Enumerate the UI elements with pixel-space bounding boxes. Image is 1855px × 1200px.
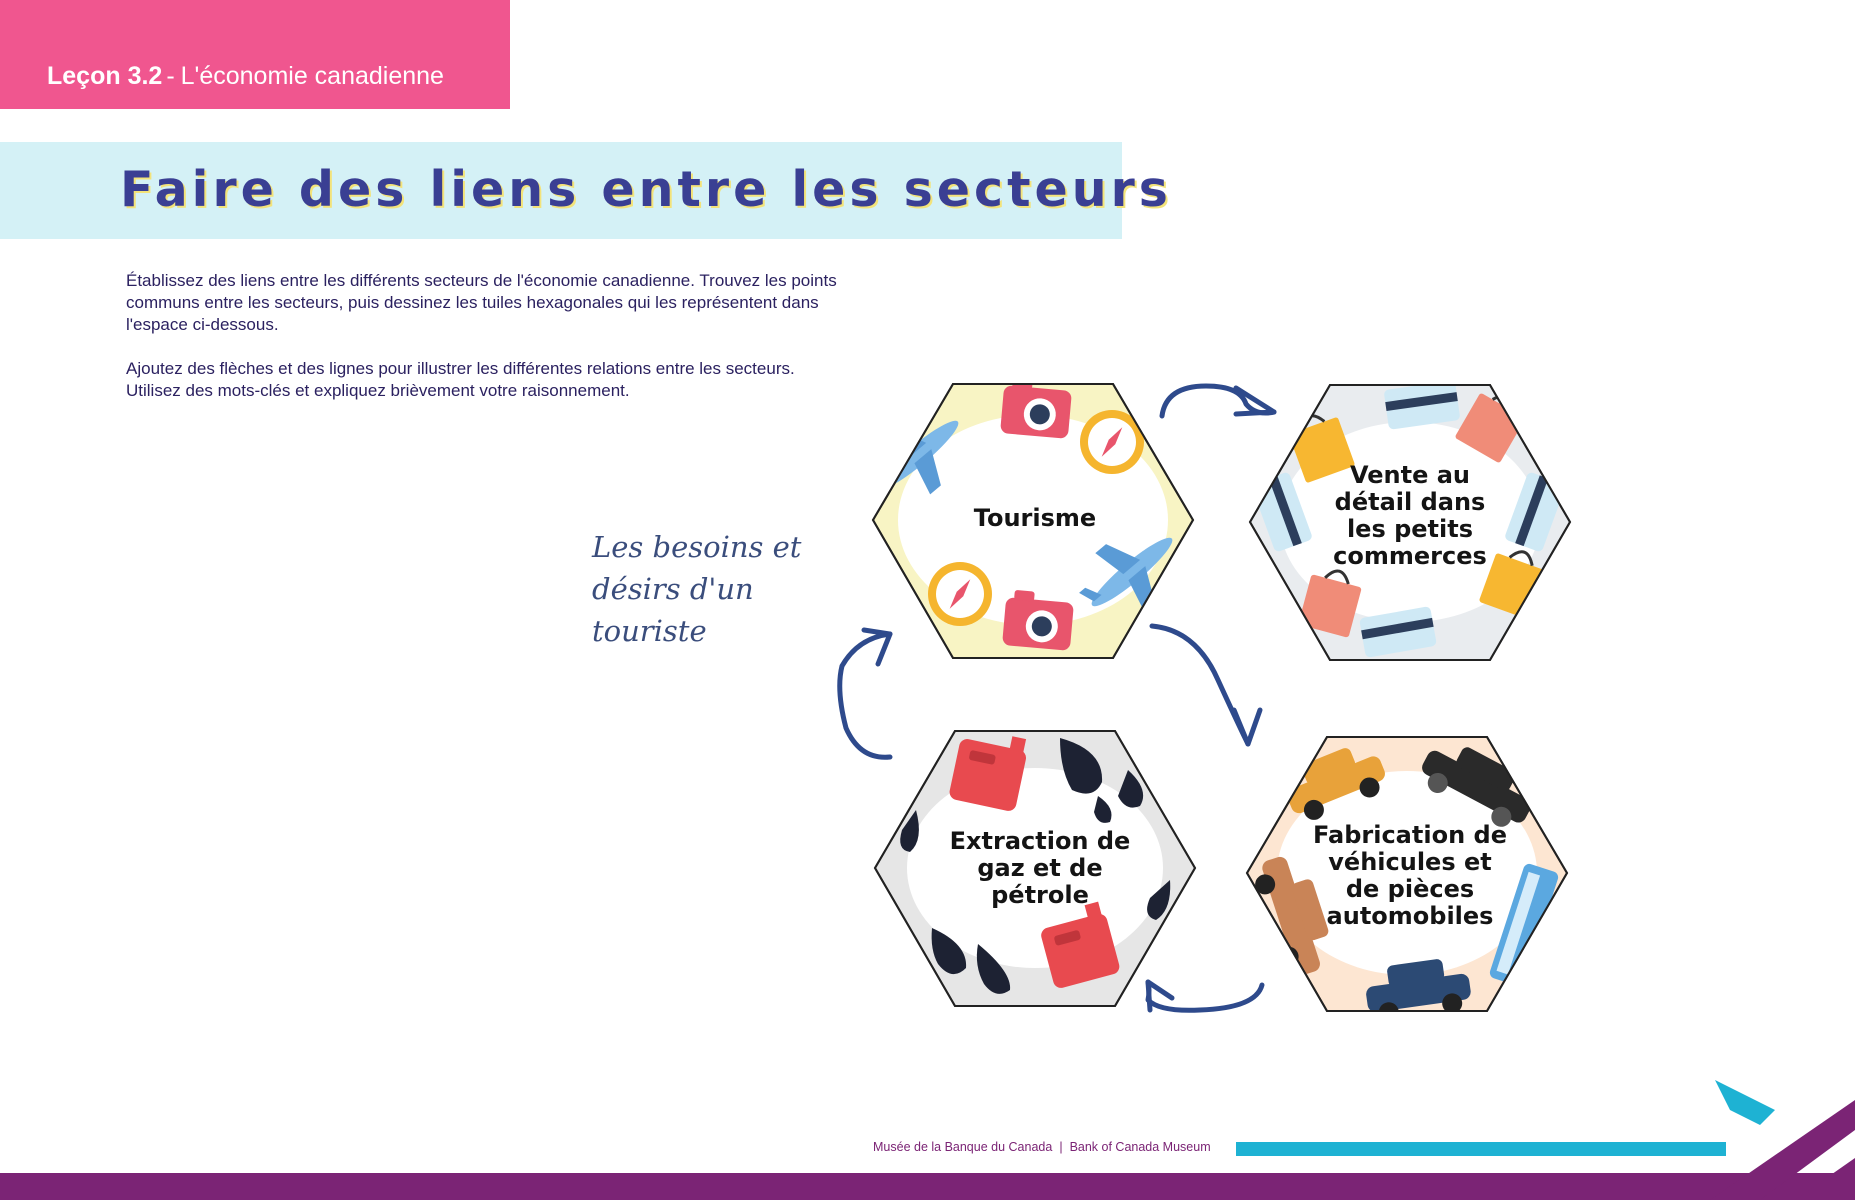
arrow-automotive-to-oilgas — [1148, 982, 1262, 1010]
museum-name-fr: Musée de la Banque du Canada — [873, 1140, 1052, 1154]
compass-icon — [928, 562, 992, 626]
footer-bar — [0, 1173, 1855, 1200]
arrow-tourism-to-automotive — [1152, 626, 1260, 744]
tile-retail-label: Vente au détail dans les petits commerce… — [1310, 458, 1510, 573]
arrow-tourism-to-retail — [1162, 386, 1274, 416]
tile-automotive-label: Fabrication de véhicules et de pièces au… — [1290, 818, 1530, 933]
chevron-logo-icon — [1700, 1070, 1855, 1200]
museum-divider: | — [1059, 1140, 1062, 1154]
arrow-oilgas-to-tourism — [840, 630, 890, 757]
museum-logo: Musée de la Banque du Canada | Bank of Can… — [873, 1140, 1211, 1154]
tile-oil-gas-label: Extraction de gaz et de pétrole — [930, 824, 1150, 912]
museum-name-en: Bank of Canada Museum — [1070, 1140, 1211, 1154]
tile-tourism-label: Tourisme — [950, 498, 1120, 538]
footer-cyan-stripe — [1236, 1142, 1726, 1156]
